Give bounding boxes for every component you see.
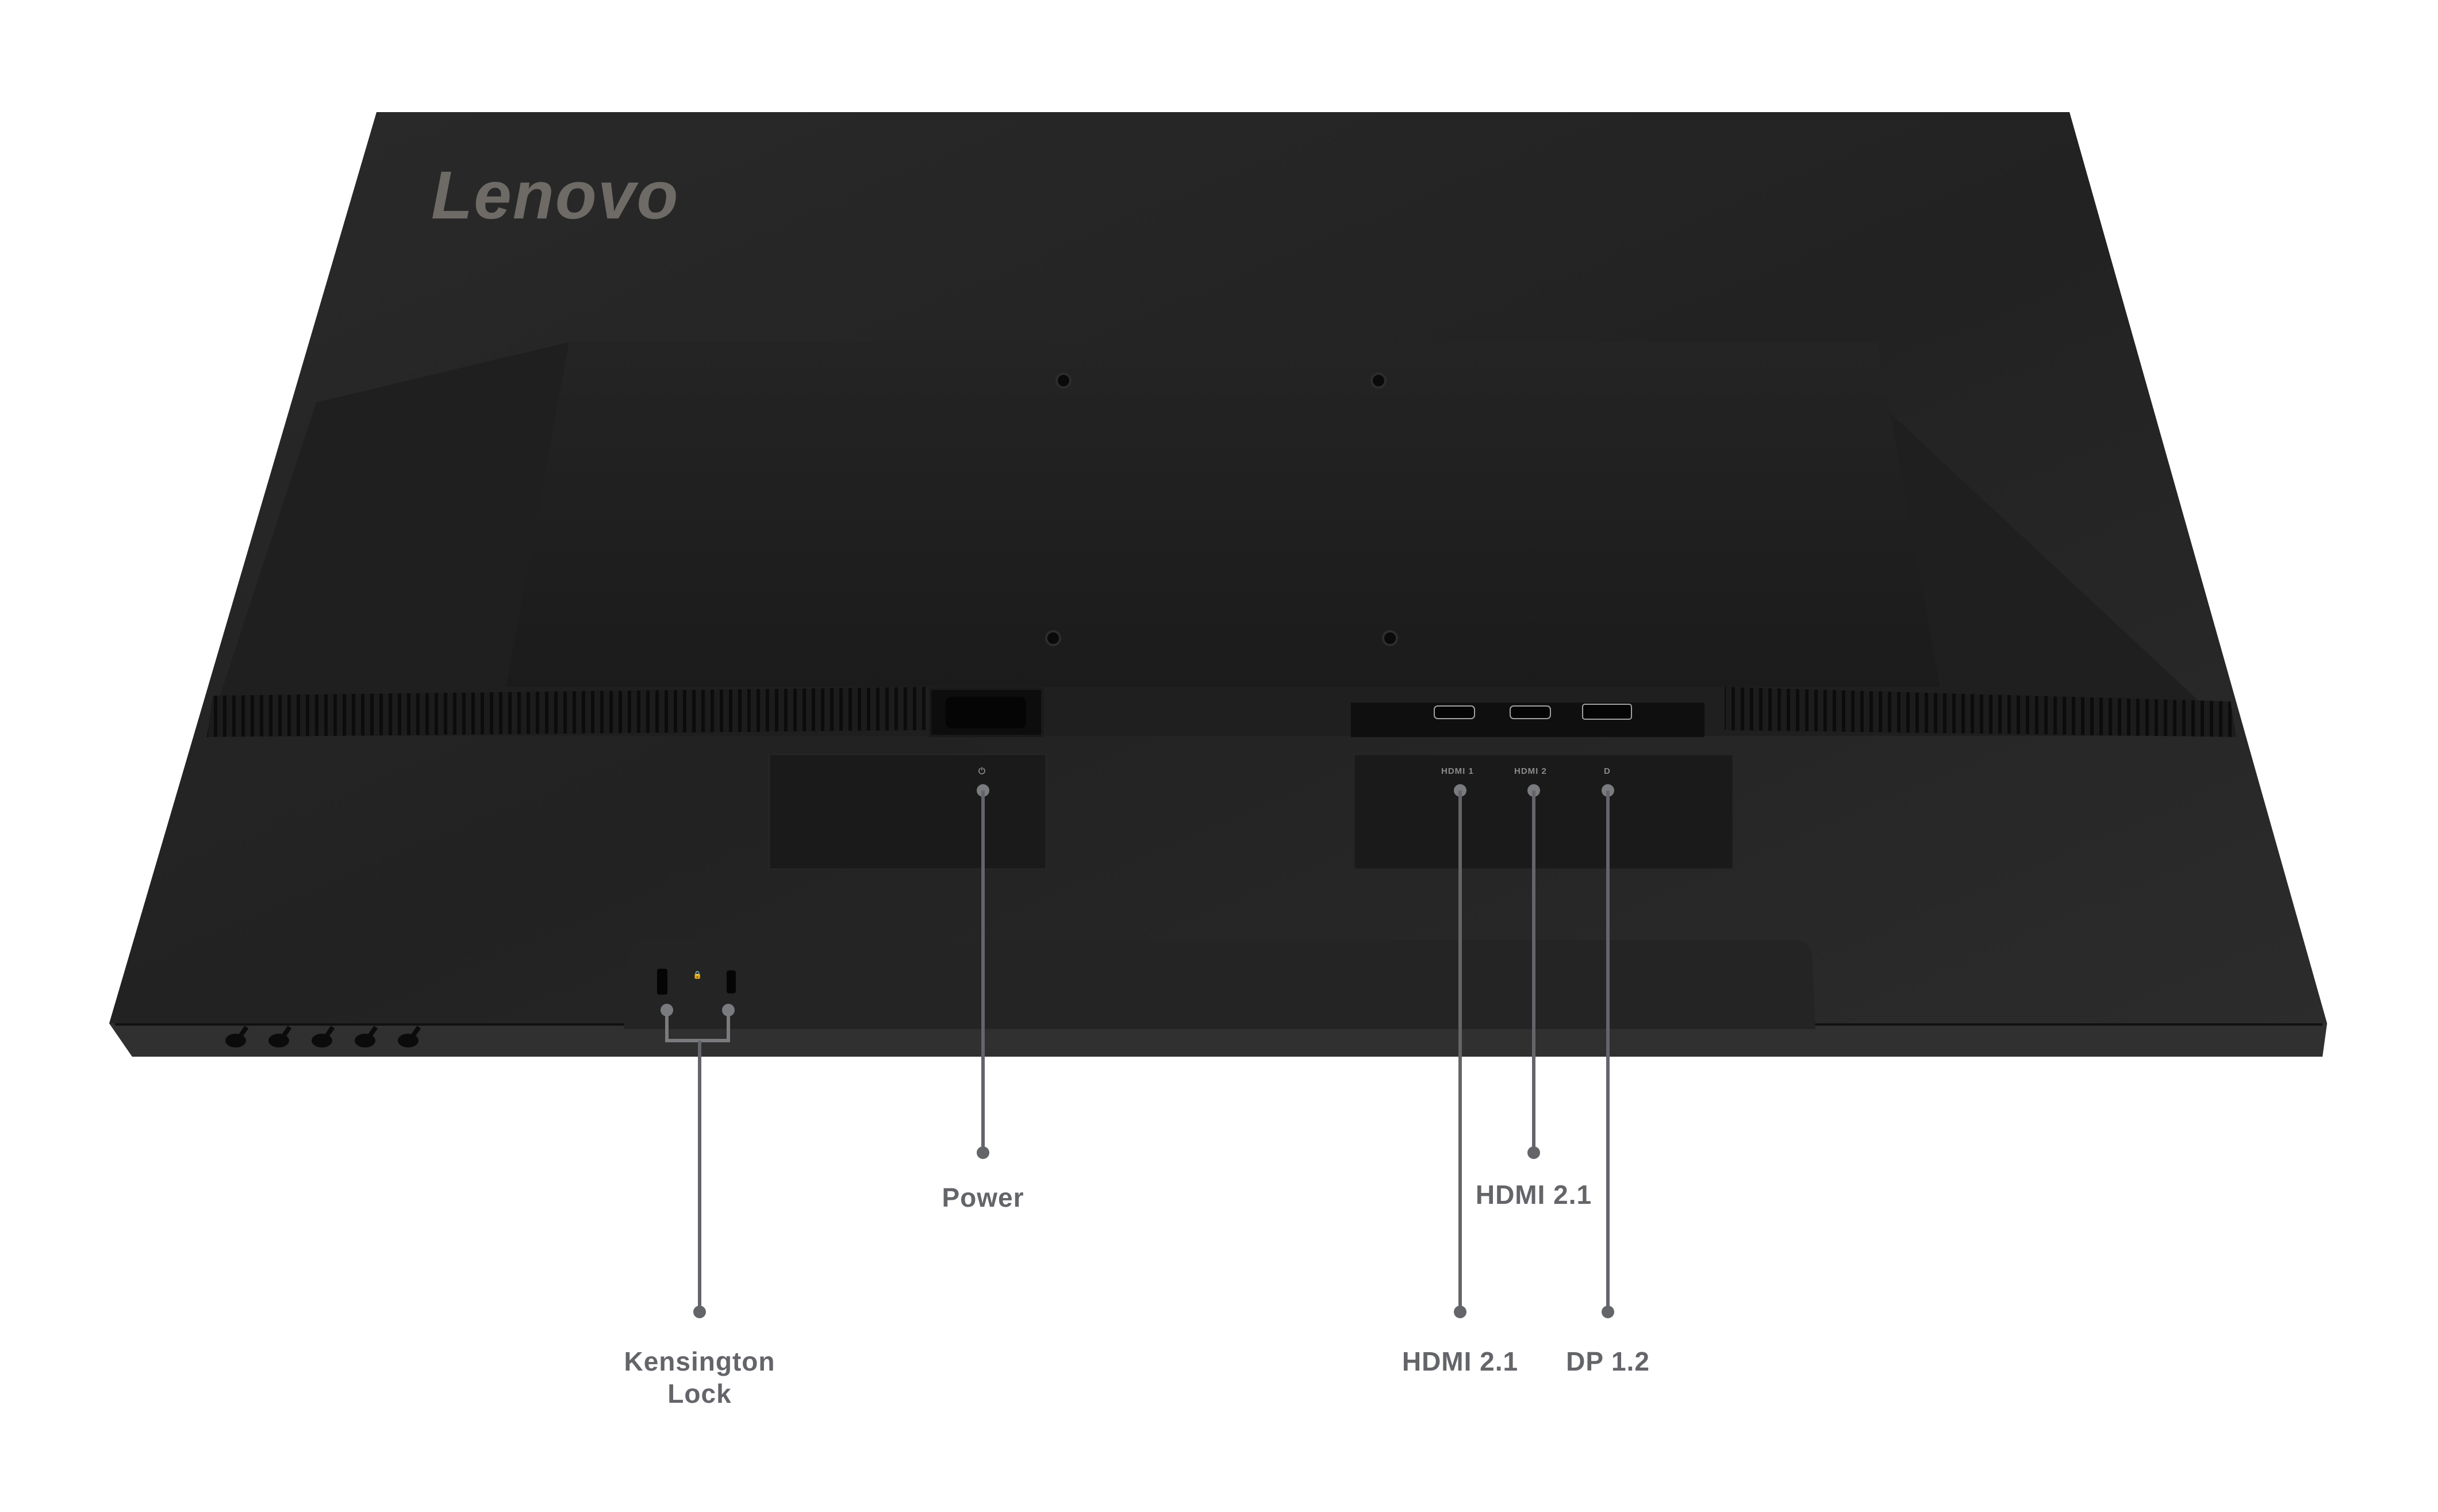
dp-port xyxy=(1582,704,1632,720)
callout-hdmi2: HDMI 2.1 xyxy=(1475,1180,1592,1210)
video-label-panel xyxy=(1353,753,1734,870)
kensington-slot-left xyxy=(657,969,667,995)
stand-boss xyxy=(624,940,1815,1029)
hdmi2-port xyxy=(1510,705,1551,719)
lenovo-logo: Lenovo xyxy=(431,158,679,233)
hdmi1-silkscreen: HDMI 1 xyxy=(1441,766,1474,776)
osd-buttons xyxy=(225,1026,421,1047)
vesa-plate xyxy=(207,342,2236,737)
hdmi1-port xyxy=(1434,705,1475,719)
displayport-icon: D xyxy=(1604,766,1611,776)
callout-power: Power xyxy=(942,1183,1024,1212)
callout-dp: DP 1.2 xyxy=(1566,1346,1650,1376)
callout-kensington-line1: Kensington xyxy=(624,1346,775,1376)
lock-icon: 🔒 xyxy=(693,970,703,979)
power-port xyxy=(946,697,1026,728)
callout-lines xyxy=(661,784,1614,1318)
vesa-screw-holes xyxy=(1045,373,1398,646)
callout-kensington-line2: Lock xyxy=(667,1379,732,1409)
kensington-slot-right xyxy=(727,970,736,993)
power-plug-icon: ⏻ xyxy=(978,766,986,776)
hdmi2-silkscreen: HDMI 2 xyxy=(1514,766,1547,776)
power-label-panel xyxy=(768,753,1047,870)
callout-kensington-lock: Kensington Lock xyxy=(624,1345,775,1410)
io-port-bay xyxy=(929,688,1704,737)
callout-hdmi1: HDMI 2.1 xyxy=(1402,1346,1519,1376)
